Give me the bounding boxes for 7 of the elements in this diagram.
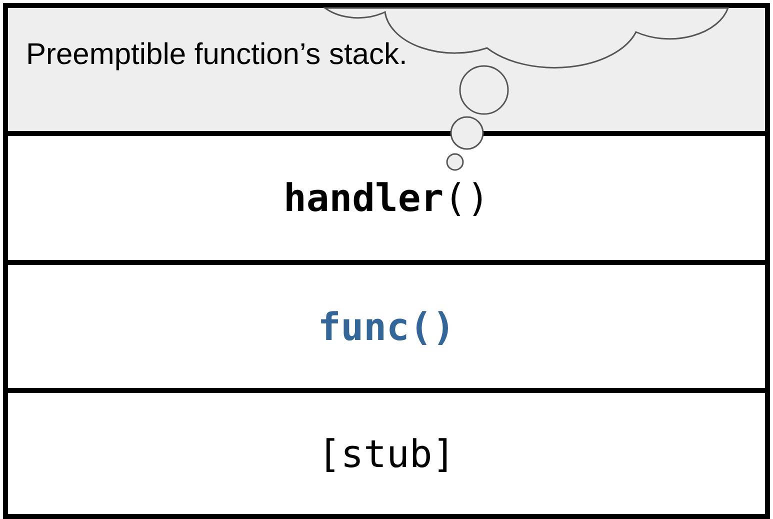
function-name: func() [318,304,456,348]
stack-frame-box [3,131,770,260]
stack-frame-box [3,388,770,519]
heading-text: Preemptible function’s stack. [26,38,408,72]
stack-frame-box [3,260,770,388]
function-name: [stub] [318,432,456,476]
function-name: handler() [284,176,490,220]
